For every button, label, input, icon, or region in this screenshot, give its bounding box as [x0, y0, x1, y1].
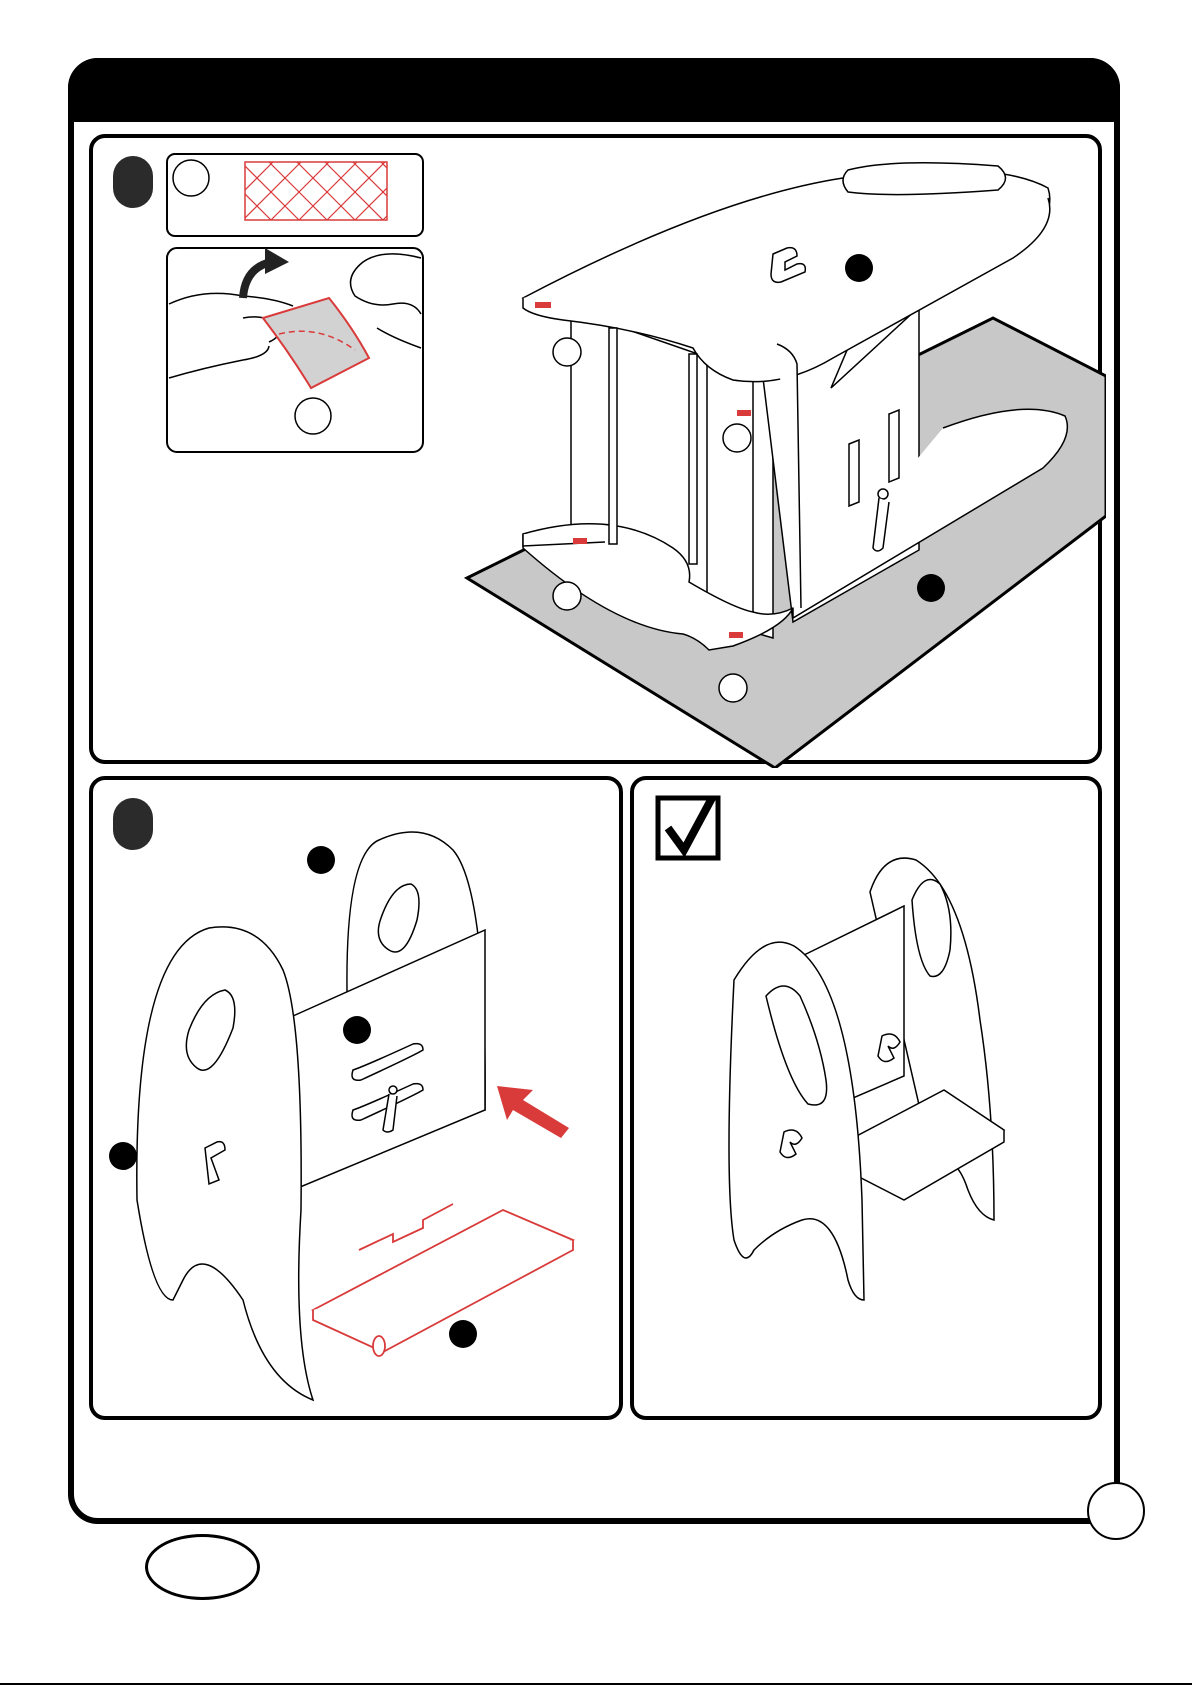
check-mark-icon	[658, 798, 718, 858]
part-callout-dot	[917, 574, 945, 602]
protective-pad-card	[167, 154, 441, 236]
part-callout-dot	[845, 254, 873, 282]
title-bar	[68, 58, 1120, 122]
step-1-panel	[89, 134, 1102, 764]
part-callout-dot	[343, 1016, 371, 1044]
part-callout-dot	[449, 1320, 477, 1348]
page-corner-marker	[1087, 1482, 1145, 1540]
part-label-circle	[173, 160, 209, 196]
part-callout-dot	[109, 1142, 137, 1170]
completed-panel	[630, 776, 1102, 1420]
step-2-panel	[89, 776, 623, 1420]
peel-instruction-card	[167, 248, 423, 452]
part-callout-dot	[307, 846, 335, 874]
step-2-illustration	[93, 780, 627, 1424]
part-label-circle	[295, 398, 331, 434]
page-oval-label	[145, 1534, 260, 1600]
push-arrow-icon	[497, 1086, 569, 1138]
assembled-stool	[729, 858, 1004, 1300]
step-1-illustration	[93, 138, 1106, 768]
completed-illustration	[634, 780, 1106, 1424]
step-board-highlight	[313, 1204, 573, 1356]
